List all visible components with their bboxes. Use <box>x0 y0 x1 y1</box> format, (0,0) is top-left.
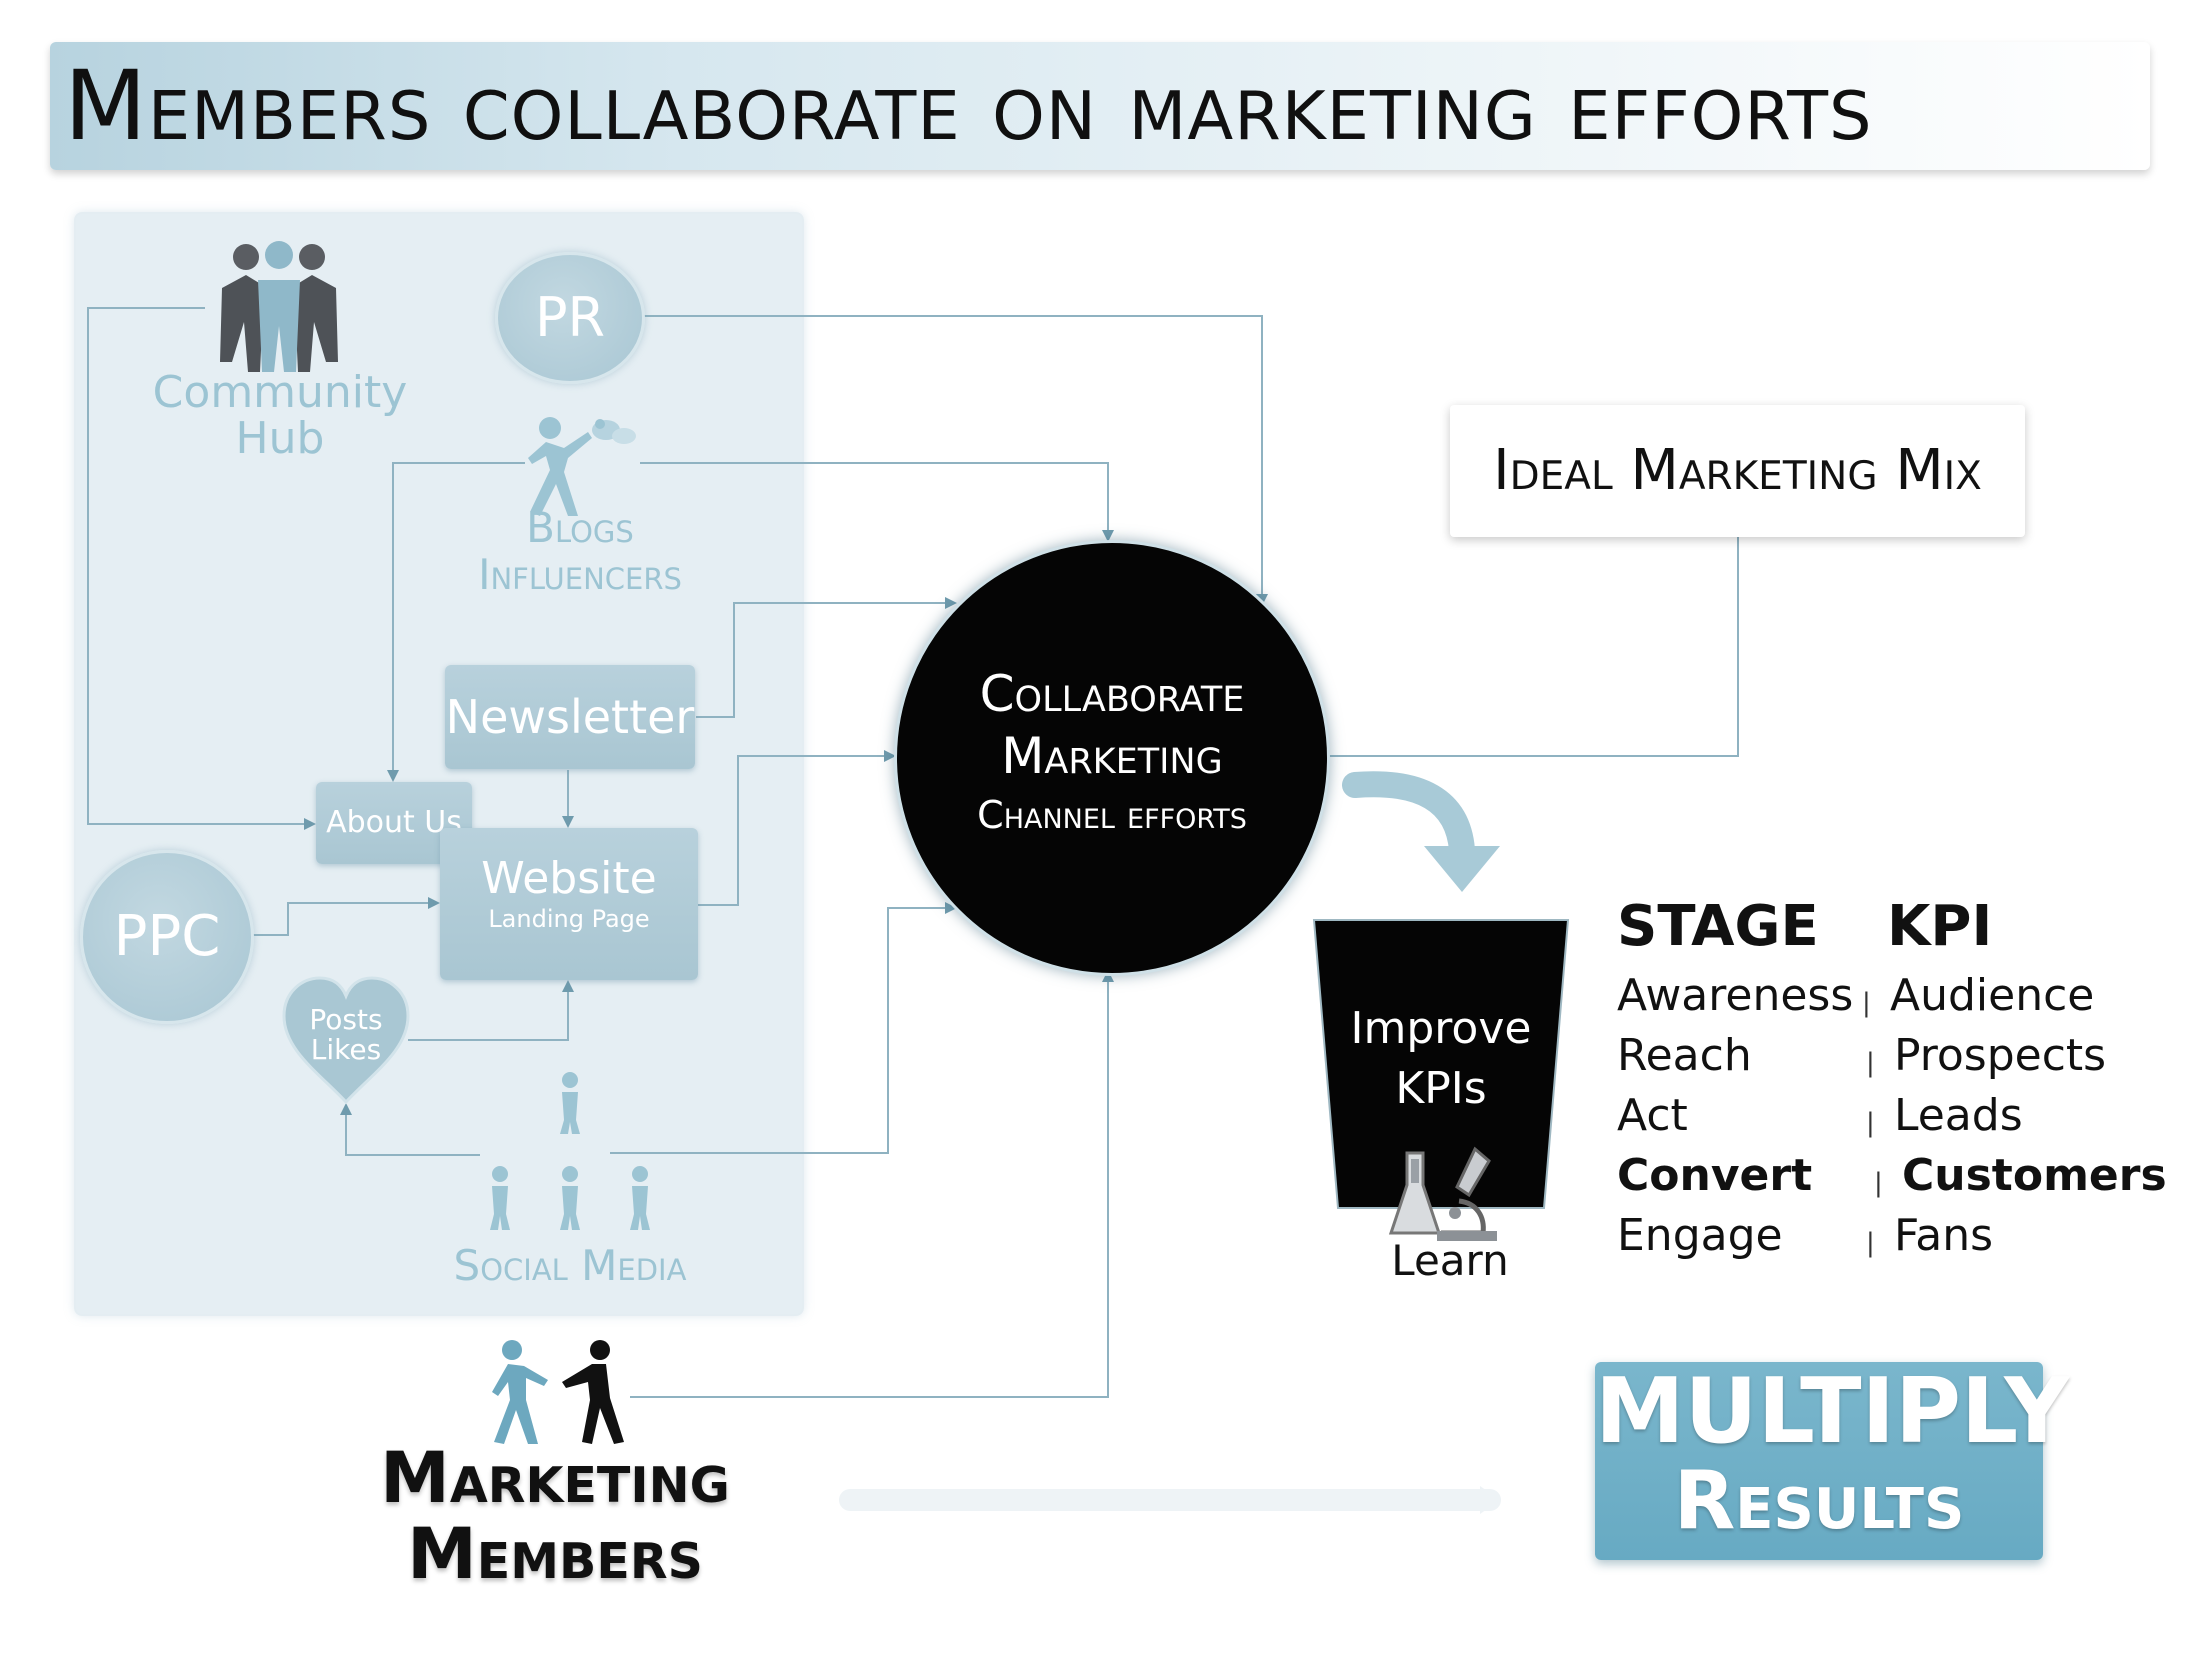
connector-website <box>698 750 896 906</box>
blogs-label: Blogs <box>526 503 634 552</box>
members-line1: Marketing <box>380 1437 730 1519</box>
landing-page-label: Landing Page <box>488 905 650 933</box>
connector-members <box>630 970 1114 1398</box>
improve-line1: Improve <box>1350 1003 1532 1054</box>
website-node: Website Landing Page <box>440 828 698 980</box>
connector-community <box>87 307 316 830</box>
about-us-label: About Us <box>326 805 462 840</box>
members-icon <box>492 1340 624 1444</box>
title-banner <box>50 42 2150 170</box>
curve-arrow-head <box>1424 846 1500 892</box>
ideal-mix-box <box>1450 405 2025 537</box>
social-media-label: Social Media <box>453 1241 687 1290</box>
stage-header: STAGE <box>1617 894 1819 959</box>
kpi-header: KPI <box>1887 894 1993 959</box>
kpi-fans: Fans <box>1894 1210 1994 1261</box>
connector-mix <box>1324 537 1739 757</box>
connector-social <box>610 902 957 1154</box>
kpi-leads: Leads <box>1894 1090 2023 1141</box>
stage-reach: Reach <box>1617 1030 1752 1081</box>
stage-engage: Engage <box>1617 1210 1783 1261</box>
community-hub-label: Community Hub <box>152 367 408 464</box>
kpi-separator: | <box>1866 1108 1875 1138</box>
website-label: Website <box>481 853 657 904</box>
kpi-separator: | <box>1862 988 1871 1018</box>
multiply-line2: Results <box>1673 1454 1965 1547</box>
kpi-prospects: Prospects <box>1894 1030 2107 1081</box>
collaborate-line3: Channel efforts <box>977 793 1247 837</box>
collaborate-circle: Collaborate Marketing Channel efforts <box>894 540 1330 976</box>
curve-arrow <box>1342 771 1475 863</box>
ideal-mix-label: Ideal Marketing Mix <box>1493 438 1982 503</box>
likes-label: Likes <box>310 1033 382 1066</box>
pr-label: PR <box>534 286 606 349</box>
connector-blogs <box>640 462 1114 542</box>
ppc-label: PPC <box>113 904 221 969</box>
connector-blogs-about <box>387 462 525 782</box>
heart-icon <box>282 976 410 1105</box>
connector-ppc-website <box>250 897 440 936</box>
blogger-icon <box>528 417 636 516</box>
lab-icon <box>1388 1146 1497 1241</box>
learn-label: Learn <box>1391 1236 1509 1285</box>
collaborate-line1: Collaborate <box>979 665 1245 723</box>
collaborate-line2: Marketing <box>1001 727 1223 785</box>
pr-node: PR <box>495 252 645 384</box>
connector-posts-website <box>408 980 574 1041</box>
stage-convert: Convert <box>1617 1150 1813 1201</box>
multiply-results-box <box>1595 1362 2043 1560</box>
connector-pr <box>640 315 1268 606</box>
multiply-line1: MULTIPLY <box>1595 1359 2070 1464</box>
community-hub-icon <box>220 241 338 372</box>
stage-act: Act <box>1617 1090 1688 1141</box>
newsletter-label: Newsletter <box>445 690 695 744</box>
stage-awareness: Awareness <box>1617 970 1854 1021</box>
social-media-icon <box>490 1072 650 1230</box>
improve-line2: KPIs <box>1395 1063 1487 1114</box>
newsletter-node: Newsletter <box>445 665 695 769</box>
kpi-separator: | <box>1866 1048 1875 1078</box>
improve-cup <box>1312 919 1570 1209</box>
members-line2: Members <box>407 1513 703 1595</box>
page-title: Members collaborate on marketing efforts <box>64 50 1873 162</box>
influencers-label: Influencers <box>478 550 682 599</box>
connector-newsletter <box>696 597 957 718</box>
ppc-node: PPC <box>80 850 254 1024</box>
faint-arrow-head <box>1480 1486 1500 1514</box>
connector-social-posts <box>340 1103 480 1156</box>
members-label: Marketing Members <box>330 1440 780 1592</box>
kpi-audience: Audience <box>1890 970 2095 1021</box>
kpi-separator: | <box>1874 1168 1883 1198</box>
posts-label: Posts <box>309 1003 383 1036</box>
kpi-separator: | <box>1866 1228 1875 1258</box>
kpi-customers: Customers <box>1902 1150 2167 1201</box>
